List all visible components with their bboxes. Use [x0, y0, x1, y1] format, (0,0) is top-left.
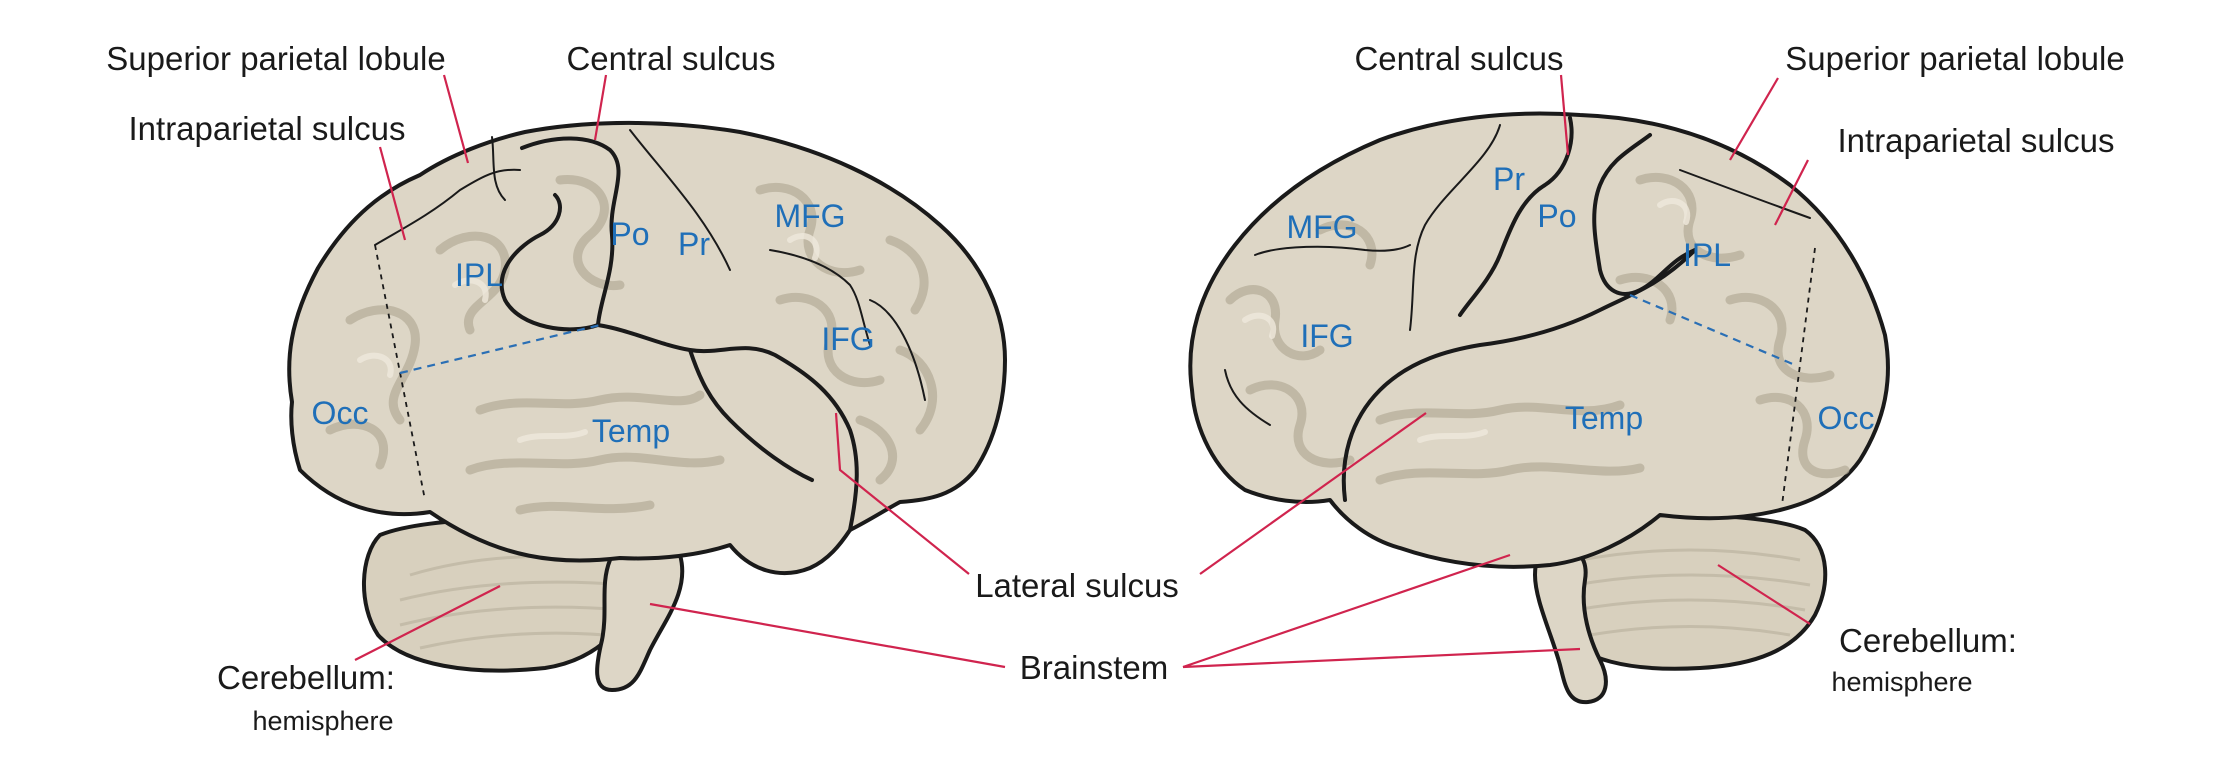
- right-cerebrum: [1188, 111, 1890, 569]
- label-lateral-sulcus: Lateral sulcus: [975, 567, 1179, 604]
- leader-central-sulcus-right: [1559, 74, 1570, 156]
- label-central-sulcus-left: Central sulcus: [566, 40, 775, 77]
- leader-cerebellum-right: [1717, 564, 1811, 625]
- leader-brainstem-right-lower: [1182, 647, 1581, 669]
- region-occ-right: Occ: [1818, 400, 1875, 436]
- region-ifg-right: IFG: [1300, 318, 1353, 354]
- region-pr-left: Pr: [678, 226, 710, 262]
- region-po-left: Po: [610, 216, 649, 252]
- label-superior-parietal-lobule-left: Superior parietal lobule: [106, 40, 445, 77]
- label-cerebellum-left: Cerebellum:: [217, 659, 395, 696]
- region-ifg-left: IFG: [821, 321, 874, 357]
- leader-brainstem-right-upper: [1182, 553, 1511, 669]
- region-ipl-left: IPL: [455, 257, 503, 293]
- anatomy-labels: Superior parietal lobule Intraparietal s…: [106, 40, 2124, 736]
- leader-brainstem-left: [649, 602, 1006, 669]
- leader-superior-parietal-lobule-right: [1729, 77, 1779, 161]
- label-superior-parietal-lobule-right: Superior parietal lobule: [1785, 40, 2124, 77]
- leader-intraparietal-sulcus-right: [1774, 159, 1809, 226]
- region-ipl-right: IPL: [1683, 237, 1731, 273]
- right-hemisphere-view: [1188, 111, 1890, 705]
- region-temp-left: Temp: [592, 413, 670, 449]
- region-occ-left: Occ: [312, 395, 369, 431]
- leader-lines: [354, 74, 1811, 669]
- label-intraparietal-sulcus-right: Intraparietal sulcus: [1838, 122, 2115, 159]
- region-mfg-right: MFG: [1286, 209, 1357, 245]
- label-hemisphere-right: hemisphere: [1831, 667, 1972, 697]
- leader-superior-parietal-lobule-left: [442, 74, 470, 164]
- region-pr-right: Pr: [1493, 161, 1525, 197]
- label-cerebellum-right: Cerebellum:: [1839, 622, 2017, 659]
- leader-intraparietal-sulcus-left: [378, 146, 407, 241]
- leader-lateral-sulcus-left: [834, 412, 970, 575]
- leader-central-sulcus-left: [593, 74, 608, 141]
- label-brainstem: Brainstem: [1020, 649, 1169, 686]
- leader-cerebellum-left: [354, 585, 501, 661]
- label-hemisphere-left: hemisphere: [252, 706, 393, 736]
- region-mfg-left: MFG: [774, 198, 845, 234]
- region-labels: Po Pr MFG IFG IPL Occ Temp Pr Po MFG IFG…: [312, 161, 1875, 449]
- right-brainstem: [1533, 544, 1608, 705]
- region-po-right: Po: [1537, 198, 1576, 234]
- label-intraparietal-sulcus-left: Intraparietal sulcus: [129, 110, 406, 147]
- region-temp-right: Temp: [1565, 400, 1643, 436]
- leader-lateral-sulcus-right: [1199, 412, 1427, 575]
- left-hemisphere-view: [287, 120, 1007, 692]
- label-central-sulcus-right: Central sulcus: [1354, 40, 1563, 77]
